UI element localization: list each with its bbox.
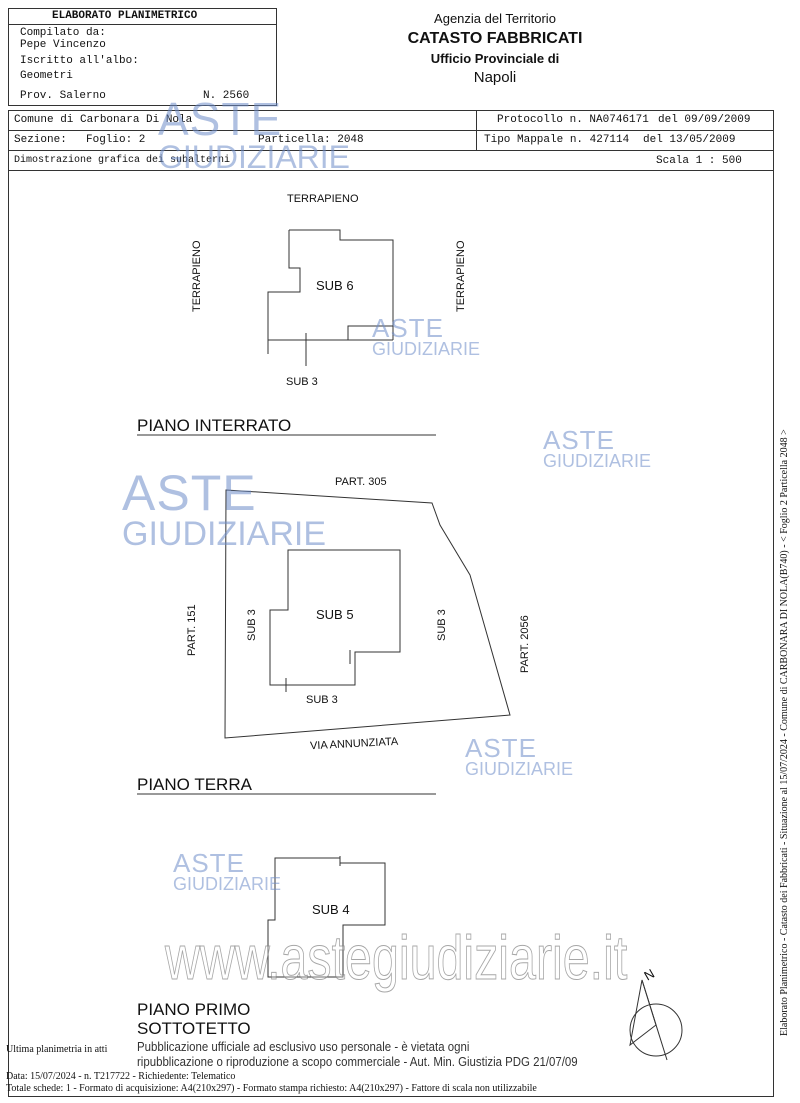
provincia: Prov. Salerno [20,90,106,102]
label-sub3: SUB 3 [286,376,318,388]
divider [8,130,774,131]
foglio: Foglio: 2 [86,134,146,146]
label-part151: PART. 151 [186,604,198,656]
heading-piano-terra: PIANO TERRA [137,775,252,794]
label-part305: PART. 305 [335,476,387,488]
label-sub3-left: SUB 3 [246,609,258,641]
ultima-planimetria: Ultima planimetria in atti [6,1044,108,1055]
label-sub3-right: SUB 3 [436,609,448,641]
label-terrapieno-top: TERRAPIENO [287,193,359,205]
sub6-plan [267,229,394,366]
label-sub3-bottom: SUB 3 [306,694,338,706]
agency-line4: Napoli [473,69,517,86]
tipo-mappale: Tipo Mappale n. 427114 [484,134,630,146]
label-sub6: SUB 6 [316,278,354,293]
notice-line1: Pubblicazione ufficiale ad esclusivo uso… [137,1039,470,1054]
footer-totale: Totale schede: 1 - Formato di acquisizio… [6,1083,537,1094]
divider [8,170,774,171]
side-info: Elaborato Planimetrico - Catasto dei Fab… [779,429,790,1036]
scala: Scala 1 : 500 [656,155,742,167]
heading-piano-interrato: PIANO INTERRATO [137,416,292,435]
document-title: ELABORATO PLANIMETRICO [52,10,198,22]
footer-data: Data: 15/07/2024 - n. T217722 - Richiede… [6,1071,236,1082]
protocollo: Protocollo n. NA0746171 [497,114,649,126]
dimostrazione: Dimostrazione grafica dei subalterni [14,155,231,166]
tipo-mappale-date: del 13/05/2009 [643,134,736,146]
divider [476,110,477,150]
agency-line1: Agenzia del Territorio [434,11,556,26]
compilato-label: Compilato da: [20,27,106,39]
label-sub4: SUB 4 [312,902,350,917]
watermark-url: www.astegiudiziarie.it [165,924,628,993]
compilato-name: Pepe Vincenzo [20,39,106,51]
iscritto-label: Iscritto all'albo: [20,55,139,67]
piano-terra-plan [224,489,511,739]
label-sub5: SUB 5 [316,607,354,622]
sub4-plan [267,856,386,978]
label-part2056: PART. 2056 [519,615,531,673]
author-box [8,8,277,106]
divider [8,150,774,151]
sezione: Sezione: [14,134,67,146]
comune: Comune di Carbonara Di Nola [14,114,193,126]
protocollo-date: del 09/09/2009 [658,114,751,126]
label-terrapieno-left: TERRAPIENO [191,240,203,312]
heading-piano-primo: PIANO PRIMO [137,1000,251,1019]
notice-line2: ripubblicazione o riproduzione a scopo c… [137,1054,578,1069]
agency-line3: Ufficio Provinciale di [430,51,560,66]
heading-sottotetto: SOTTOTETTO [137,1019,251,1038]
albo: Geometri [20,70,73,82]
label-terrapieno-right: TERRAPIENO [455,240,467,312]
numero-albo: N. 2560 [203,90,250,102]
particella: Particella: 2048 [258,134,364,146]
compass-icon [629,979,683,1061]
agency-line2: CATASTO FABBRICATI [407,30,583,47]
main-frame [8,110,774,1097]
divider [8,24,277,25]
